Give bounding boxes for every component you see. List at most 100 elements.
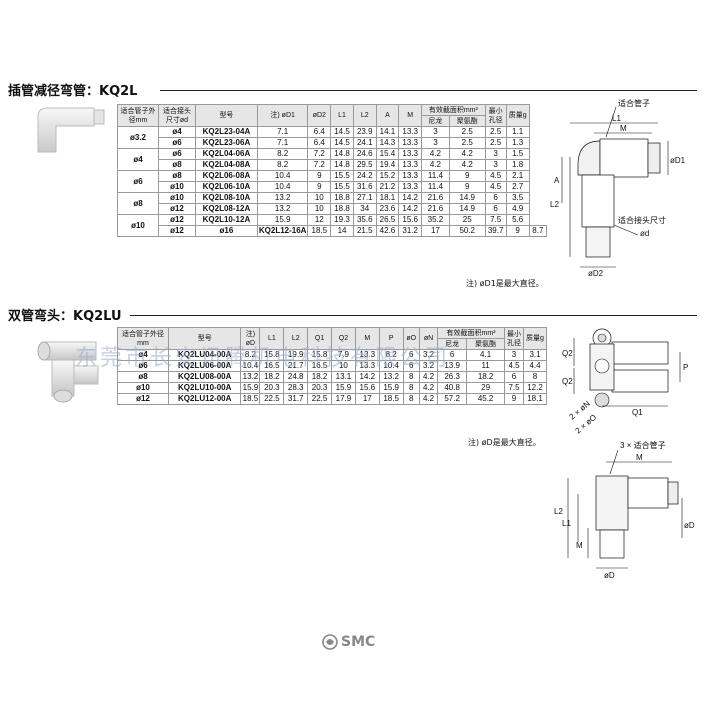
fitting-size-cell: ø8	[158, 159, 196, 171]
value-cell: 21.6	[421, 203, 450, 215]
value-cell: 4.4	[523, 360, 547, 372]
value-cell: 34	[352, 203, 377, 215]
value-cell: 21.6	[421, 192, 450, 204]
tube-size-cell: ø12	[158, 225, 196, 237]
col-d1: 注) øD1	[256, 104, 309, 127]
value-cell: 10.4	[256, 181, 309, 193]
smc-logo-text: SMC	[341, 634, 376, 650]
col-m: M	[398, 104, 423, 127]
value-cell: 17.9	[331, 393, 356, 405]
value-cell: 12	[307, 214, 332, 226]
section2-note: 注) øD是最大直径。	[468, 438, 541, 447]
value-cell: 17	[421, 225, 450, 237]
value-cell: 1.8	[505, 159, 530, 171]
value-cell: 23.9	[352, 126, 377, 138]
value-cell: 24.8	[283, 371, 309, 383]
value-cell: 20.3	[307, 382, 332, 394]
value-cell: 15.6	[398, 214, 423, 226]
value-cell: 6	[484, 203, 507, 215]
value-cell: 8.2	[256, 159, 309, 171]
col-bore: 最小孔径	[504, 327, 524, 350]
col-l1: L1	[330, 104, 354, 127]
dim-l1b-label: L1	[562, 519, 571, 528]
model-cell: KQ2L06-10A	[195, 181, 258, 193]
model-cell: KQ2L04-06A	[195, 148, 258, 160]
value-cell: 18.5	[240, 393, 261, 405]
model-cell: KQ2L04-08A	[195, 159, 258, 171]
tube-size-cell: ø4	[117, 148, 159, 171]
value-cell: 14.1	[375, 126, 400, 138]
value-cell: 11	[466, 360, 505, 372]
value-cell: 24.6	[352, 148, 377, 160]
value-cell: 14.2	[398, 203, 423, 215]
model-cell: KQ2L06-08A	[195, 170, 258, 182]
value-cell: 13.2	[240, 371, 261, 383]
value-cell: 5.6	[505, 214, 530, 226]
dim-d1-label: øD1	[670, 156, 686, 165]
col-pu: 聚氨酯	[448, 115, 486, 127]
value-cell: 14.9	[448, 192, 486, 204]
value-cell: 8	[402, 371, 420, 383]
value-cell: 15.9	[256, 214, 309, 226]
col-d2: øD2	[307, 104, 332, 127]
value-cell: 15.4	[375, 148, 400, 160]
value-cell: 14.3	[375, 137, 400, 149]
section2-rule	[130, 315, 697, 316]
model-cell: KQ2L23-04A	[195, 126, 258, 138]
value-cell: 15.9	[331, 382, 356, 394]
col-q2: Q2	[331, 327, 356, 350]
value-cell: 14.8	[330, 159, 354, 171]
value-cell: 18.5	[378, 393, 404, 405]
model-cell: KQ2L23-06A	[195, 137, 258, 149]
value-cell: 13.3	[398, 148, 423, 160]
value-cell: 29	[466, 382, 505, 394]
dim-d-bottom-label: øD	[604, 571, 615, 580]
dim-tube3-label: 3 × 适合管子	[620, 440, 666, 450]
dim-d-right-label: øD	[684, 521, 695, 530]
value-cell: 1.5	[505, 148, 530, 160]
dim-q2b-label: Q2	[562, 377, 573, 386]
dim-m3-label: M	[576, 541, 583, 550]
value-cell: 31.2	[398, 225, 423, 237]
value-cell: 13.3	[398, 137, 423, 149]
value-cell: 25	[448, 214, 486, 226]
value-cell: 22.5	[307, 393, 332, 405]
value-cell: 18.1	[523, 393, 547, 405]
kq2lu-spec-table: 适合管子外径mm 型号 注) øD L1 L2 Q1 Q2 M P øO øN …	[117, 327, 547, 405]
value-cell: 8	[523, 371, 547, 383]
value-cell: 14	[330, 225, 354, 237]
col-bore: 最小孔径	[484, 104, 507, 127]
union-elbow-photo	[37, 341, 99, 403]
col-pu: 聚氨酯	[466, 338, 505, 350]
model-cell: KQ2LU08-00A	[167, 371, 242, 383]
value-cell: 26.3	[437, 371, 468, 383]
value-cell: 15.2	[375, 170, 400, 182]
value-cell: 39.7	[484, 225, 507, 237]
value-cell: 42.6	[375, 225, 400, 237]
value-cell: 23.6	[375, 203, 400, 215]
section2-title: 双管弯头：KQ2LU	[8, 309, 122, 324]
model-cell: KQ2LU12-00A	[167, 393, 242, 405]
tube-size-cell: ø10	[117, 214, 159, 237]
model-cell: KQ2L10-12A	[195, 214, 258, 226]
value-cell: 6	[484, 192, 507, 204]
value-cell: 50.2	[448, 225, 486, 237]
value-cell: 13.3	[398, 181, 423, 193]
value-cell: 18.2	[466, 371, 505, 383]
value-cell: 19.3	[330, 214, 354, 226]
value-cell: 18.8	[330, 192, 354, 204]
value-cell: 3	[484, 159, 507, 171]
dim-l2-label: L2	[550, 200, 559, 209]
value-cell: 8	[402, 393, 420, 405]
